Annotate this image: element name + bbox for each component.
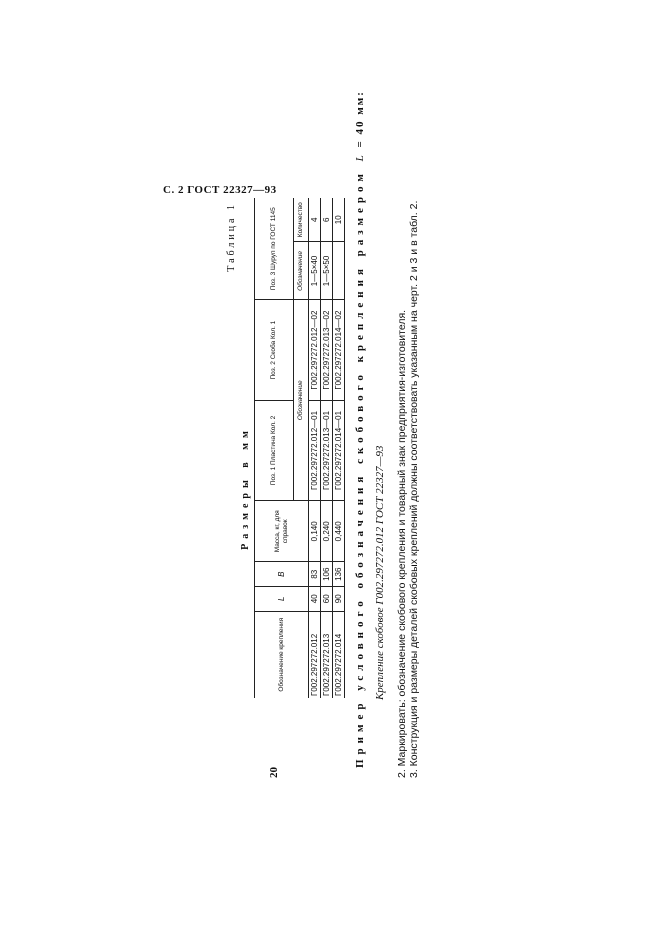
col-oboznachenie: Обозначение (293, 299, 309, 501)
col-pos3: Поз. 3 Шуруп по ГОСТ 1145 (254, 198, 294, 300)
page-number: 20 (268, 767, 280, 778)
table-row: Г002.297272.012 40 83 0,140 Г002.297272.… (308, 198, 321, 698)
col-pos1: Поз. 1 Пластина Кол. 2 (254, 400, 294, 501)
rotated-page-content: Таблица 1 Размеры в мм 20 Обозначение кр… (226, 90, 444, 778)
fastening-table: Обозначение крепления L B Масса, кг, для… (254, 198, 345, 698)
table-row: Г002.297272.013 60 106 0,240 Г002.297272… (320, 198, 333, 698)
col-B: B (254, 561, 309, 587)
page-header: С. 2 ГОСТ 22327—93 (163, 184, 277, 196)
col-L: L (254, 586, 309, 612)
table-row: Г002.297272.014 90 136 0,440 Г002.297272… (332, 198, 345, 698)
col-designation: Обозначение крепления (254, 611, 309, 698)
example-heading: Пример условного обозначения скобового к… (354, 90, 366, 768)
col-pos3-oboznachenie: Обозначение (293, 241, 309, 300)
table-units: Размеры в мм (240, 426, 251, 550)
notes: 2. Маркировать: обозначение скобового кр… (396, 198, 420, 778)
note-2: 2. Маркировать: обозначение скобового кр… (396, 309, 408, 778)
table-caption: Таблица 1 (226, 202, 237, 272)
col-pos2: Поз. 2 Скоба Кол. 1 (254, 299, 294, 401)
col-quantity: Количество (293, 198, 309, 242)
col-mass: Масса, кг, для справок (254, 500, 309, 562)
example-designation: Крепление скобовое Г002.297272.012 ГОСТ … (374, 445, 386, 700)
note-3: 3. Конструкция и размеры деталей скобовы… (408, 200, 420, 778)
